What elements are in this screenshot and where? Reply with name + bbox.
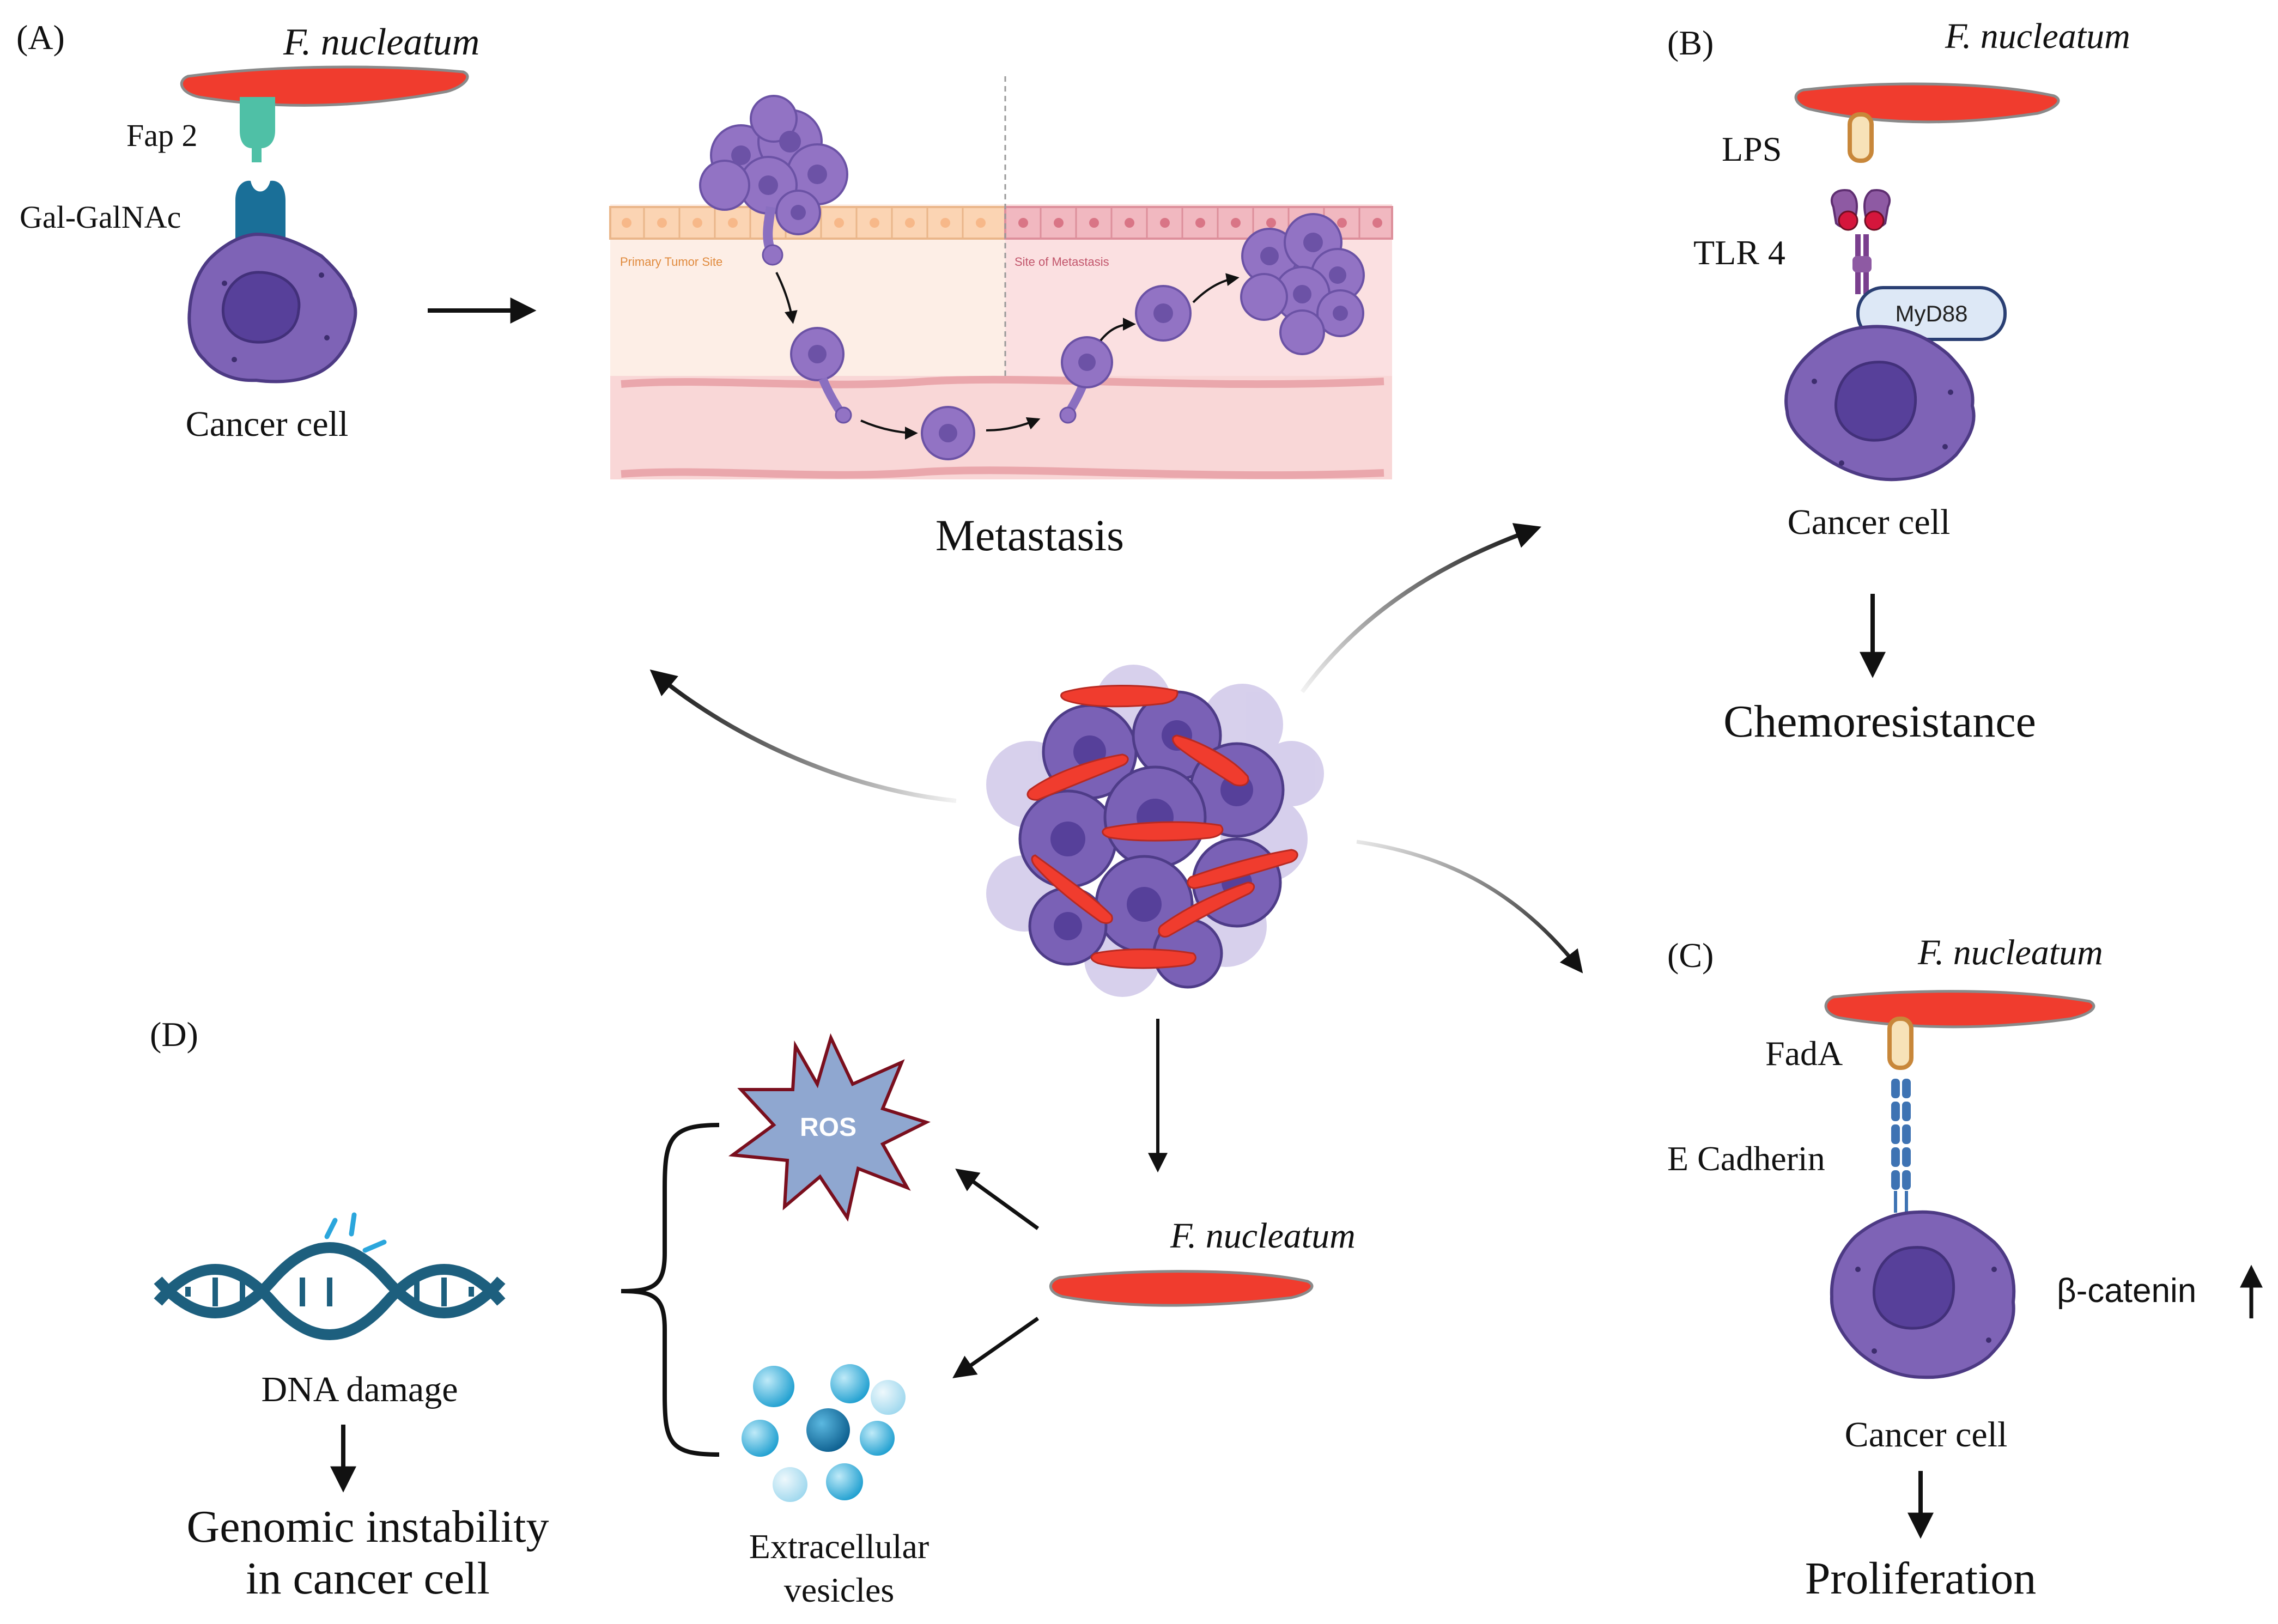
panel-a-cell-label: Cancer cell	[186, 404, 349, 444]
panel-c-bacterium	[1824, 990, 2095, 1029]
panel-b: (B) F. nucleatum LPS TLR 4 MyD88 Cancer …	[1667, 16, 2130, 747]
myd88-label: MyD88	[1895, 301, 1967, 326]
gal-galnac-label: Gal-GalNAc	[20, 199, 181, 235]
panel-a-bacterium-label: F. nucleatum	[283, 21, 479, 63]
e-cadherin-receptor	[1891, 1079, 1911, 1213]
fap2-label: Fap 2	[126, 118, 198, 153]
arrow-to-vesicles	[952, 1317, 1040, 1378]
panel-d-tag: (D)	[150, 1015, 198, 1054]
tlr4-receptor	[1830, 189, 1891, 294]
dna-damage-label: DNA damage	[261, 1370, 458, 1409]
grouping-brace	[621, 1123, 720, 1457]
proliferation-label: Proliferation	[1805, 1553, 2037, 1604]
fap2-adhesin	[240, 97, 275, 162]
tlr4-label: TLR 4	[1693, 233, 1785, 272]
panel-b-cancer-cell	[1784, 325, 1976, 482]
metastasis-site-label: Site of Metastasis	[1015, 255, 1109, 269]
panel-c-tag: (C)	[1667, 936, 1714, 975]
panel-b-bacterium-label: F. nucleatum	[1945, 16, 2130, 56]
metastasis-label: Metastasis	[936, 510, 1124, 560]
extracellular-vesicles	[742, 1364, 906, 1502]
ros-label: ROS	[800, 1113, 856, 1142]
panel-a-cancer-cell	[187, 232, 357, 384]
panel-d-bacterium-label: F. nucleatum	[1170, 1216, 1356, 1256]
panel-d-bacterium	[1049, 1270, 1314, 1307]
dna-helix-icon	[154, 1212, 506, 1340]
genomic-instability-line2: in cancer cell	[246, 1553, 490, 1604]
panel-d: (D) F. nucleatum ROS Extracellular vesic…	[150, 1015, 1356, 1609]
lps-molecule	[1848, 112, 1874, 163]
panel-a-bacterium	[180, 65, 469, 107]
panel-a-tag: (A)	[16, 18, 65, 57]
vesicles-label-line2: vesicles	[784, 1571, 895, 1609]
beta-catenin-label: β-catenin	[2057, 1272, 2196, 1310]
genomic-instability-line1: Genomic instability	[187, 1501, 549, 1552]
ros-burst: ROS	[728, 1033, 931, 1222]
primary-tumor-site-label: Primary Tumor Site	[620, 255, 722, 269]
panel-b-cell-label: Cancer cell	[1788, 502, 1951, 542]
arrow-to-chemoresistance	[1300, 523, 1542, 694]
panel-c-bacterium-label: F. nucleatum	[1917, 933, 2103, 972]
panel-c-cancer-cell	[1830, 1210, 2016, 1379]
arrow-to-metastasis	[649, 669, 957, 803]
e-cadherin-label: E Cadherin	[1667, 1139, 1825, 1178]
chemoresistance-label: Chemoresistance	[1723, 696, 2036, 747]
panel-a: (A) F. nucleatum Fap 2 Gal-GalNAc Cancer…	[16, 18, 1393, 560]
lps-label: LPS	[1722, 130, 1782, 168]
panel-c-cell-label: Cancer cell	[1845, 1415, 2008, 1455]
panel-b-tag: (B)	[1667, 23, 1714, 62]
gal-galnac-receptor	[235, 180, 285, 244]
central-tumor-mass	[986, 665, 1324, 997]
fada-label: FadA	[1765, 1034, 1843, 1073]
arrow-to-proliferation	[1356, 840, 1583, 974]
arrow-to-ros	[955, 1169, 1040, 1230]
blood-vessel	[621, 375, 1384, 479]
fada-adhesin	[1887, 1017, 1913, 1070]
panel-b-bacterium	[1794, 82, 2060, 124]
vesicles-label-line1: Extracellular	[749, 1527, 929, 1566]
metastasis-illustration: Primary Tumor Site Site of Metastasis	[609, 76, 1393, 479]
panel-c: (C) F. nucleatum FadA E Cadherin β-caten…	[1667, 933, 2263, 1604]
